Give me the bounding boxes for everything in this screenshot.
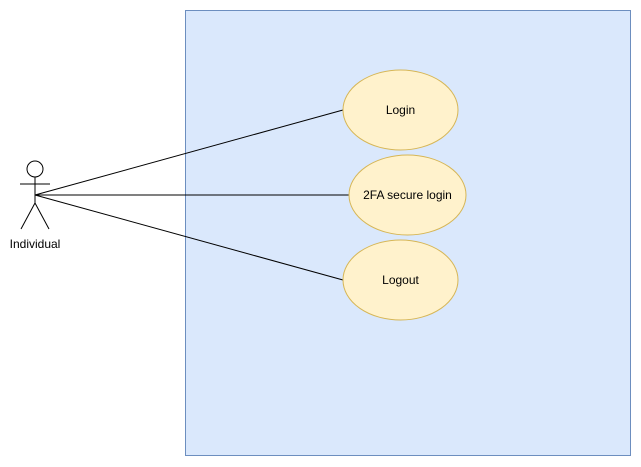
association-logout[interactable] (34, 194, 344, 281)
actor-left-leg (20, 202, 36, 230)
actor-label: Individual (10, 237, 61, 251)
actor-head (26, 160, 44, 178)
use-case-logout[interactable]: Logout (342, 239, 459, 321)
use-case-login-label: Login (386, 103, 415, 117)
use-case-logout-label: Logout (382, 273, 419, 287)
use-case-2fa-secure-login-label: 2FA secure login (363, 188, 452, 202)
actor-individual[interactable]: Individual (10, 160, 61, 251)
use-case-2fa-secure-login-ellipse (348, 154, 467, 236)
use-case-login[interactable]: Login (342, 69, 459, 151)
use-case-2fa-secure-login[interactable]: 2FA secure login (348, 154, 467, 236)
use-case-login-ellipse (342, 69, 459, 151)
use-case-logout-ellipse (342, 239, 459, 321)
actor-right-leg (34, 202, 50, 230)
association-login[interactable] (34, 109, 344, 196)
